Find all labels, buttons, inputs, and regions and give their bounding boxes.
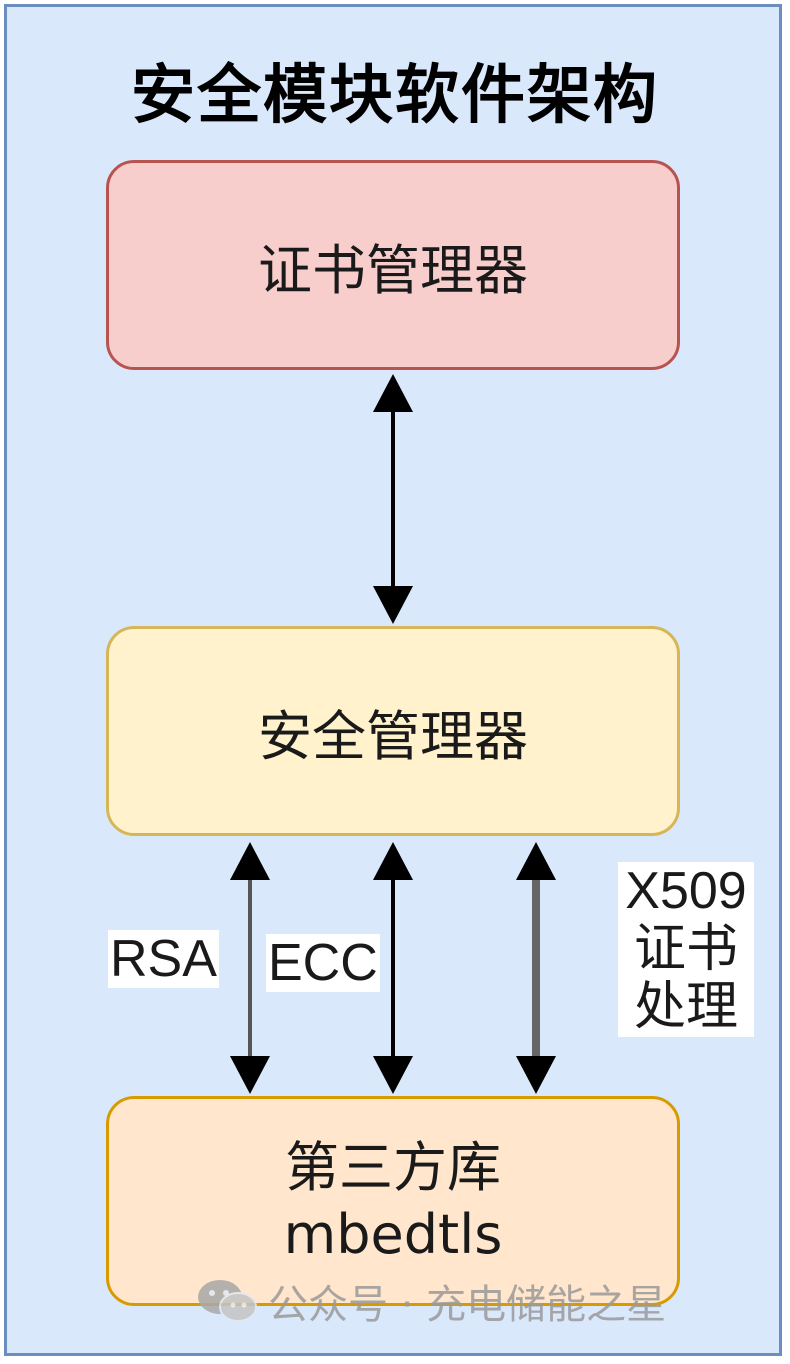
cert-manager-label: 证书管理器 bbox=[258, 238, 528, 302]
x509-label-line2: 证书 bbox=[633, 920, 738, 979]
rsa-edge-label: RSA bbox=[108, 930, 219, 989]
mbedtls-label: mbedtls bbox=[283, 1203, 503, 1266]
diagram-title: 安全模块软件架构 bbox=[131, 59, 659, 133]
watermark: 公众号 · 充电储能之星 bbox=[196, 1272, 666, 1330]
wechat-icon bbox=[196, 1277, 258, 1325]
x509-label-line3: 处理 bbox=[633, 978, 738, 1037]
arrow-rsa[interactable] bbox=[230, 842, 270, 1094]
arrow-ecc[interactable] bbox=[373, 842, 413, 1094]
x509-label-line1: X509 bbox=[625, 862, 747, 920]
security-manager-node[interactable]: 安全管理器 bbox=[106, 626, 680, 836]
ecc-edge-label: ECC bbox=[266, 934, 380, 993]
third-party-lib-node[interactable]: 第三方库 mbedtls bbox=[106, 1096, 680, 1306]
third-party-lib-label: 第三方库 bbox=[285, 1135, 501, 1199]
x509-edge-label: X509 证书 处理 bbox=[618, 862, 754, 1037]
arrow-x509[interactable] bbox=[516, 842, 556, 1094]
cert-manager-node[interactable]: 证书管理器 bbox=[106, 160, 680, 370]
arrow-cert-security[interactable] bbox=[373, 374, 413, 624]
security-manager-label: 安全管理器 bbox=[258, 704, 528, 768]
watermark-text: 公众号 · 充电储能之星 bbox=[268, 1282, 667, 1328]
